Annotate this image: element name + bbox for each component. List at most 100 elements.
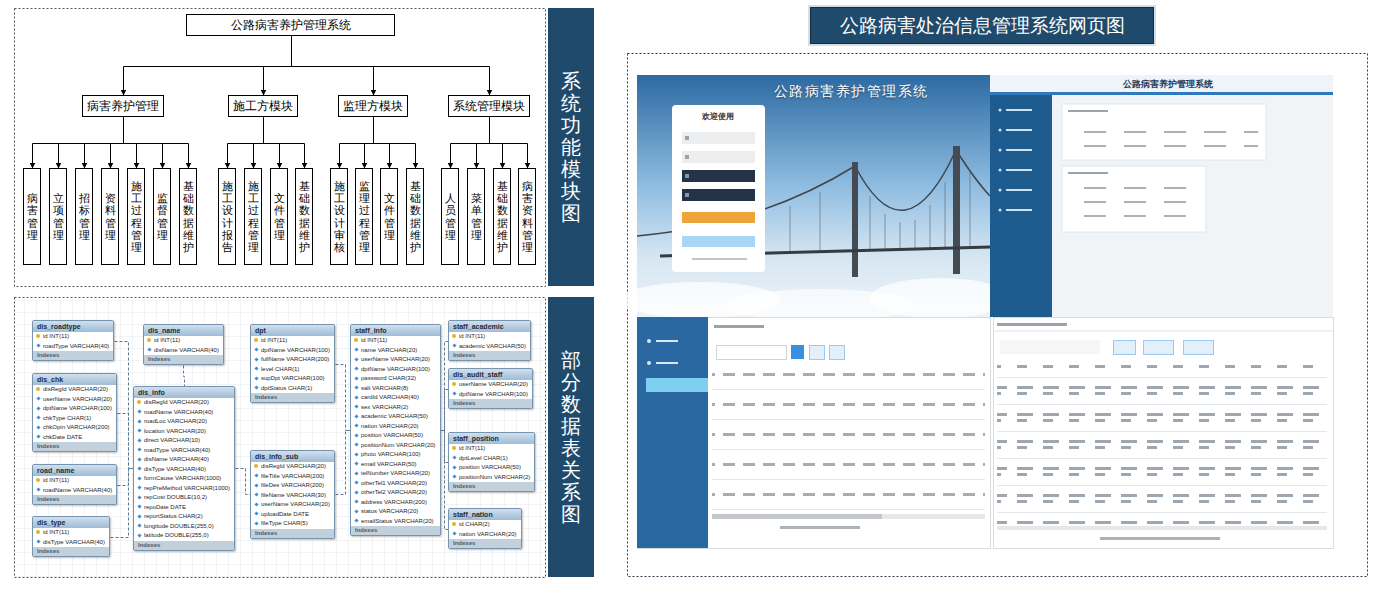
text-holder: 基础数据维护 (299, 180, 310, 253)
field-icon (254, 348, 258, 352)
column-field: disType VARCHAR(40) (144, 466, 206, 472)
module-label: 系统管理模块 (453, 99, 525, 113)
column-field: roadType VARCHAR(40) (144, 447, 210, 453)
screen-text: 公路病害养护管理系统 (1123, 78, 1213, 91)
indexes-footer: Indexes (251, 393, 334, 402)
column-field: repoDate DATE (144, 504, 186, 510)
column-field: repCost DOUBLE(10,2) (144, 494, 207, 500)
field-row: dptLevel CHAR(1) (449, 454, 534, 464)
field-row: positionNum VARCHAR(20) (351, 441, 440, 451)
column-field: id INT(11) (43, 477, 69, 483)
field-icon (36, 406, 40, 410)
relation-line (336, 365, 351, 431)
column-field: academic VARCHAR(50) (361, 413, 428, 419)
table-header: road_name (33, 465, 116, 476)
field-icon (354, 481, 358, 485)
table-header: staff_position (449, 433, 534, 444)
field-row: longitude DOUBLE(255,0) (134, 522, 234, 532)
text-holder: 监理过程管理 (359, 180, 370, 253)
column-field: formCause VARCHAR(1000) (144, 475, 221, 481)
column-field: repPreMethod VARCHAR(1000) (144, 485, 230, 491)
function-label: 施工过程管理 (131, 180, 142, 253)
function-label: 文件管理 (274, 192, 285, 240)
field-row: direct VARCHAR(10) (134, 436, 234, 446)
field-row: sex VARCHAR(2) (351, 403, 440, 413)
section-frames (15, 9, 1368, 578)
table-name: dis_type (37, 519, 65, 526)
field-row: cardId VARCHAR(40) (351, 393, 440, 403)
field-icon (254, 367, 258, 371)
field-icon (354, 471, 358, 475)
column-field: emailStatus VARCHAR(20) (361, 518, 434, 524)
column-field: chkType CHAR(1) (43, 415, 91, 421)
screen-text: 公路病害养护管理系统 (774, 83, 929, 101)
field-row: disRegId VARCHAR(20) (134, 398, 234, 408)
tree-connector (59, 118, 124, 169)
field-icon (354, 500, 358, 504)
table-name: dis_chk (37, 376, 63, 383)
db-table: staff_infoid INT(11)name VARCHAR(20)user… (350, 324, 441, 536)
column-field: userName VARCHAR(20) (261, 501, 330, 507)
field-row: level CHAR(1) (251, 365, 334, 375)
column-field: otherTel2 VARCHAR(20) (361, 489, 427, 495)
indexes-footer: Indexes (33, 442, 116, 451)
indexes-label: Indexes (255, 394, 277, 400)
function-box: 基础数据维护 (406, 168, 424, 265)
indexes-footer: Indexes (134, 541, 234, 550)
column-field: id INT(11) (43, 529, 69, 535)
column-field: userName VARCHAR(20) (43, 396, 112, 402)
module-label: 施工方模块 (233, 99, 293, 113)
field-icon (452, 392, 456, 396)
table-screenshot (993, 318, 1334, 549)
field-row: telNumber VARCHAR(20) (351, 469, 440, 479)
field-icon (36, 478, 40, 482)
column-field: dptLevel CHAR(1) (459, 455, 508, 461)
field-row: emailStatus VARCHAR(20) (351, 517, 440, 527)
field-icon (452, 465, 456, 469)
indexes-label: Indexes (255, 530, 277, 536)
column-field: fileType CHAR(5) (261, 520, 308, 526)
tree-connector (85, 118, 124, 169)
column-field: password CHAR(32) (361, 375, 416, 381)
field-icon (137, 400, 141, 404)
field-icon (137, 438, 141, 442)
table-name: dis_info_sub (255, 453, 298, 460)
field-icon (354, 405, 358, 409)
field-icon (254, 483, 258, 487)
field-row: photo VARCHAR(100) (351, 450, 440, 460)
function-box: 基础数据维护 (493, 168, 511, 265)
module-label: 监理方模块 (343, 99, 403, 113)
field-icon (354, 414, 358, 418)
text-holder: 基础数据维护 (410, 180, 421, 253)
field-icon (254, 464, 258, 468)
function-label: 病害资料管理 (522, 180, 533, 253)
field-row: otherTel1 VARCHAR(20) (351, 479, 440, 489)
text-holder: 公路病害处治信息管理系统网页图 (840, 13, 1125, 39)
field-row: disName VARCHAR(40) (144, 346, 223, 356)
field-row: address VARCHAR(200) (351, 498, 440, 508)
tree-connector (477, 118, 490, 169)
column-field: positionNum VARCHAR(20) (361, 442, 436, 448)
relation-line (115, 342, 134, 469)
function-label: 施工设计报告 (222, 180, 233, 253)
indexes-label: Indexes (453, 400, 475, 406)
function-label: 菜单管理 (471, 192, 482, 240)
indexes-label: Indexes (148, 356, 170, 362)
column-field: roadLoc VARCHAR(20) (144, 418, 207, 424)
function-label: 监理过程管理 (359, 180, 370, 253)
column-field: name VARCHAR(20) (361, 347, 417, 353)
indexes-label: Indexes (453, 483, 475, 489)
text-holder: 人员管理 (445, 192, 456, 240)
field-row: status VARCHAR(20) (351, 507, 440, 517)
field-row: fullName VARCHAR(200) (251, 355, 334, 365)
field-row: fileDes VARCHAR(200) (251, 481, 334, 491)
column-field: dptName VARCHAR(100) (43, 405, 112, 411)
field-row: salt VARCHAR(8) (351, 384, 440, 394)
db-table: staff_positionid INT(11)dptLevel CHAR(1)… (448, 432, 535, 492)
column-field: photo VARCHAR(100) (361, 451, 421, 457)
text-holder: 系统管理模块 (453, 98, 525, 115)
field-icon (354, 462, 358, 466)
function-label: 立项管理 (53, 192, 64, 240)
function-box: 立项管理 (49, 168, 67, 265)
